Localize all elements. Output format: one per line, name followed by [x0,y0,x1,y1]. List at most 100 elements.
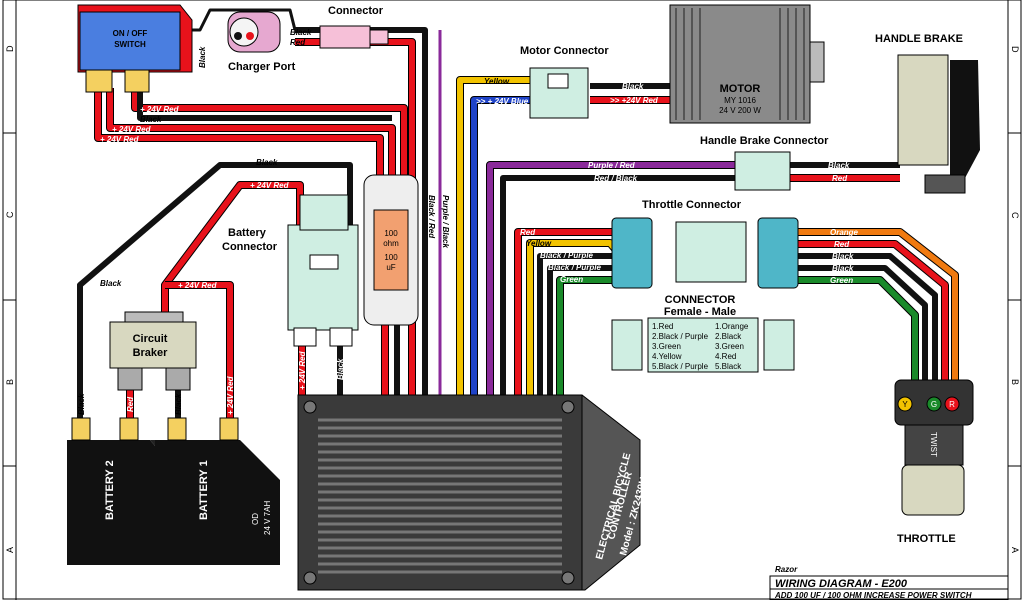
wl-throttle-bp1: Black / Purple [540,251,593,260]
grid-right-a: A [1010,547,1020,553]
circuit-breaker: Circuit Braker [109,311,197,391]
diagram-note: ADD 100 UF / 100 OHM INCREASE POWER SWIT… [774,591,972,600]
motor: MOTOR MY 1016 24 V 200 W [669,4,825,124]
connector-male-pin-5: 5.Black [715,362,742,371]
wl-throttle-yellow: Yellow [526,239,552,248]
connector-male-pin-1: 1.Orange [715,322,749,331]
grid-left-a: A [5,547,15,553]
on-off-switch: ON / OFF SWITCH [77,4,193,93]
cap-label-3: 100 [384,253,398,262]
wl-bat2-black: Black [77,393,86,415]
throttle-label: THROTTLE [897,533,956,545]
grid-right-c: C [1010,212,1020,219]
cap-label-1: 100 [384,229,398,238]
wire-labels: Black Red + 24V Red Black + 24V Red + 24… [77,28,859,415]
wl-throttle-black-2: Black [832,252,854,261]
throttle: Y G R TWIST THROTTLE [894,379,974,545]
connector-female-pin-5: 5.Black / Purple [652,362,709,371]
handle-brake: HANDLE BRAKE [875,33,980,194]
wl-switch-black-vert: Black [198,46,207,68]
grid-left-b: B [5,379,15,385]
charger-connector-label: Connector [328,5,384,17]
wl-batconn-red: + 24V Red [298,350,307,390]
wl-battery-black: Black [256,158,278,167]
title-block: Razor WIRING DIAGRAM - E200 ADD 100 UF /… [769,565,1009,600]
wl-switch-black: Black [140,115,162,124]
wl-brake-red-2: Red [832,174,848,183]
wl-brake-purple: Purple / Red [588,161,636,170]
wl-battery-red-2: + 24V Red [178,281,218,290]
handle-brake-connector: Handle Brake Connector [700,135,829,191]
wl-switch-red-2: + 24V Red [112,125,152,134]
wl-bat2-red: Red [126,396,135,412]
throttle-btn-r: R [949,400,955,409]
controller: ELECTRICAL BICYCLE CONTROLLER Model : ZK… [297,394,656,591]
grid-right-b: B [1010,379,1020,385]
motor-spec: 24 V 200 W [719,106,761,115]
connector-table-subtitle: Female - Male [664,306,736,318]
connector-table-title: CONNECTOR [665,294,736,306]
battery-1: BATTERY 1 24 V 7AH OD [155,417,280,565]
wl-switch-red-3: + 24V Red [100,135,140,144]
charger-port: Charger Port [227,11,296,73]
wl-bat1-black: Black [174,393,183,415]
switch-label-1: ON / OFF [113,29,148,38]
wires [77,8,959,420]
connector-female-pin-1: 1.Red [652,322,673,331]
connector-male-pin-2: 2.Black [715,332,742,341]
throttle-btn-g: G [931,400,937,409]
connector-male-pin-3: 3.Green [715,342,744,351]
throttle-connector-label: Throttle Connector [642,199,742,211]
connector-female-pin-2: 2.Black / Purple [652,332,709,341]
charger-port-label: Charger Port [228,61,296,73]
capacitor-module: 100 ohm 100 uF [363,174,419,326]
connector-male-pin-4: 4.Red [715,352,736,361]
wl-motor-black: Black [622,82,644,91]
brand-label: Razor [775,565,798,574]
handle-brake-label: HANDLE BRAKE [875,33,963,45]
grid-right-d: D [1010,46,1020,53]
throttle-btn-y: Y [902,400,908,409]
battery-2-label: BATTERY 2 [104,460,116,520]
twist-label: TWIST [929,432,938,457]
battery-spec-2: OD [251,513,260,525]
wl-bat1-red: + 24V Red [226,375,235,415]
grid-left-d: D [5,45,15,52]
wl-switch-red-1: + 24V Red [140,105,180,114]
wl-batconn-black: Black [336,358,345,380]
battery-connector-label-2: Connector [222,241,278,253]
wl-brake-black: Red / Black [594,174,638,183]
motor-model: MY 1016 [724,96,756,105]
wl-throttle-green: Green [560,275,583,284]
motor-title: MOTOR [720,83,761,95]
switch-label-2: SWITCH [114,40,146,49]
wl-charger-red: Red [290,38,306,47]
diagram-title: WIRING DIAGRAM - E200 [775,578,908,590]
battery-1-label: BATTERY 1 [198,460,210,520]
connector-female-pin-3: 3.Green [652,342,681,351]
connector-female-pin-4: 4.Yellow [652,352,682,361]
circuit-breaker-label-1: Circuit [133,333,168,345]
battery-spec: 24 V 7AH [263,501,272,535]
wl-motor-blue: >> + 24V Blue [476,97,529,106]
throttle-connector: Throttle Connector [611,199,799,289]
cap-label-4: uF [386,263,395,272]
wl-charger-black: Black [290,28,312,37]
battery-connector-label-1: Battery [228,227,267,239]
wl-battery-red: + 24V Red [250,181,290,190]
motor-connector: Motor Connector [520,45,609,119]
wl-throttle-red: Red [520,228,536,237]
wl-brake-black-2: Black [828,161,850,170]
handle-brake-connector-label: Handle Brake Connector [700,135,829,147]
wl-throttle-green-2: Green [830,276,853,285]
wl-black-red-vert: Black / Red [427,195,436,239]
wl-motor-yellow: Yellow [484,77,510,86]
wl-motor-red: >> +24V Red [610,96,659,105]
wl-throttle-orange: Orange [830,228,859,237]
wl-throttle-red-2: Red [834,240,850,249]
wl-battery-black-2: Black [100,279,122,288]
wl-throttle-black-3: Black [832,264,854,273]
circuit-breaker-label-2: Braker [133,347,169,359]
